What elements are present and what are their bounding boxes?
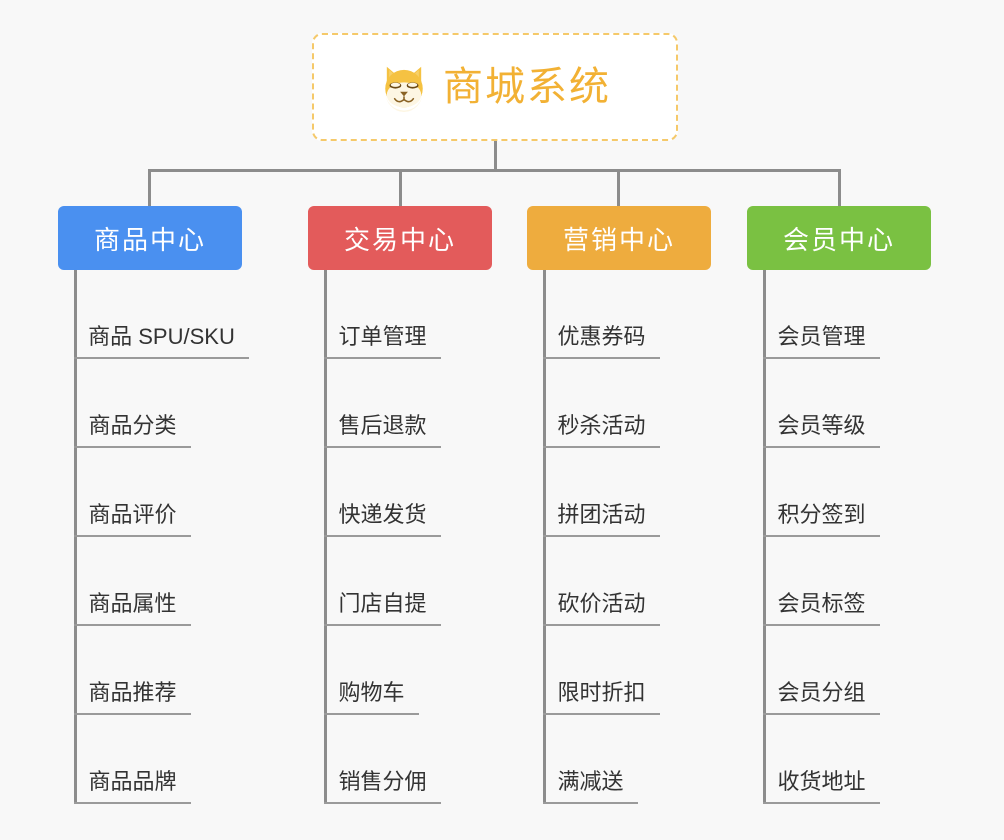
leaf-item-underline (324, 713, 419, 715)
leaf-item-label: 收货地址 (777, 768, 866, 794)
category-header-label: 会员中心 (782, 224, 895, 255)
leaf-item[interactable]: 商品品牌 (74, 715, 191, 804)
connector-drop-1 (148, 169, 151, 208)
leaf-item-underline (74, 624, 191, 626)
leaf-item-underline (763, 713, 880, 715)
connector-horizontal-bus (148, 169, 841, 172)
leaf-item-underline (324, 535, 441, 537)
leaf-item-underline (763, 357, 880, 359)
leaf-item-label: 商品分类 (88, 412, 177, 438)
leaf-item-label: 商品品牌 (88, 768, 177, 794)
leaf-item[interactable]: 售后退款 (324, 359, 441, 448)
leaf-item-underline (543, 624, 660, 626)
leaf-item-label: 门店自提 (338, 590, 427, 616)
leaf-item-underline (74, 357, 249, 359)
root-node[interactable]: 商城系统 (312, 33, 678, 141)
root-title: 商城系统 (443, 65, 611, 109)
leaf-item-label: 会员标签 (777, 590, 866, 616)
column-spine (324, 270, 327, 804)
leaf-item[interactable]: 快递发货 (324, 448, 441, 537)
leaf-item-underline (324, 446, 441, 448)
leaf-item-label: 商品属性 (88, 590, 177, 616)
leaf-item[interactable]: 商品分类 (74, 359, 191, 448)
leaf-item[interactable]: 砍价活动 (543, 537, 660, 626)
leaf-item-label: 购物车 (338, 679, 405, 705)
leaf-item[interactable]: 积分签到 (763, 448, 880, 537)
leaf-item-underline (763, 446, 880, 448)
leaf-item-underline (543, 713, 660, 715)
leaf-item-label: 砍价活动 (557, 590, 646, 616)
leaf-item-label: 满减送 (557, 768, 624, 794)
leaf-item-label: 会员等级 (777, 412, 866, 438)
leaf-item-label: 限时折扣 (557, 679, 646, 705)
leaf-item-label: 快递发货 (338, 501, 427, 527)
leaf-item-underline (543, 446, 660, 448)
category-header-label: 交易中心 (343, 224, 456, 255)
leaf-item[interactable]: 订单管理 (324, 270, 441, 359)
leaf-item[interactable]: 秒杀活动 (543, 359, 660, 448)
category-header-会员中心[interactable]: 会员中心 (747, 206, 931, 270)
column-spine (74, 270, 77, 804)
leaf-item[interactable]: 会员标签 (763, 537, 880, 626)
leaf-item-underline (74, 446, 191, 448)
leaf-item-underline (543, 357, 660, 359)
leaf-item-label: 会员管理 (777, 323, 866, 349)
column-spine (543, 270, 546, 804)
leaf-item-underline (763, 802, 880, 804)
leaf-item[interactable]: 销售分佣 (324, 715, 441, 804)
category-header-label: 商品中心 (93, 224, 206, 255)
leaf-item-label: 订单管理 (338, 323, 427, 349)
leaf-item[interactable]: 拼团活动 (543, 448, 660, 537)
leaf-item[interactable]: 购物车 (324, 626, 419, 715)
leaf-item-underline (74, 535, 191, 537)
category-header-交易中心[interactable]: 交易中心 (308, 206, 492, 270)
leaf-item[interactable]: 会员等级 (763, 359, 880, 448)
leaf-item-label: 销售分佣 (338, 768, 427, 794)
leaf-item[interactable]: 商品属性 (74, 537, 191, 626)
leaf-item[interactable]: 收货地址 (763, 715, 880, 804)
leaf-item-label: 秒杀活动 (557, 412, 646, 438)
leaf-item-underline (324, 357, 441, 359)
leaf-item[interactable]: 门店自提 (324, 537, 441, 626)
category-header-label: 营销中心 (562, 224, 675, 255)
connector-drop-4 (838, 169, 841, 208)
leaf-item-label: 会员分组 (777, 679, 866, 705)
category-header-营销中心[interactable]: 营销中心 (527, 206, 711, 270)
leaf-item[interactable]: 商品 SPU/SKU (74, 270, 249, 359)
leaf-item[interactable]: 满减送 (543, 715, 638, 804)
connector-drop-2 (399, 169, 402, 208)
leaf-item[interactable]: 限时折扣 (543, 626, 660, 715)
leaf-item-label: 优惠券码 (557, 323, 646, 349)
leaf-item[interactable]: 会员管理 (763, 270, 880, 359)
category-header-商品中心[interactable]: 商品中心 (58, 206, 242, 270)
leaf-item[interactable]: 商品推荐 (74, 626, 191, 715)
leaf-item-label: 商品推荐 (88, 679, 177, 705)
column-spine (763, 270, 766, 804)
leaf-item-underline (324, 802, 441, 804)
leaf-item-label: 商品 SPU/SKU (88, 323, 235, 349)
leaf-item-label: 商品评价 (88, 501, 177, 527)
leaf-item-underline (763, 535, 880, 537)
leaf-item-underline (763, 624, 880, 626)
connector-root-stem (494, 141, 497, 171)
leaf-item-label: 拼团活动 (557, 501, 646, 527)
leaf-item-underline (74, 713, 191, 715)
leaf-item-underline (543, 802, 638, 804)
leaf-item-underline (324, 624, 441, 626)
leaf-item-label: 售后退款 (338, 412, 427, 438)
leaf-item[interactable]: 商品评价 (74, 448, 191, 537)
connector-drop-3 (617, 169, 620, 208)
leaf-item-underline (543, 535, 660, 537)
leaf-item[interactable]: 优惠券码 (543, 270, 660, 359)
leaf-item[interactable]: 会员分组 (763, 626, 880, 715)
leaf-item-label: 积分签到 (777, 501, 866, 527)
leaf-item-underline (74, 802, 191, 804)
shiba-inu-dog-face-icon (379, 62, 429, 112)
